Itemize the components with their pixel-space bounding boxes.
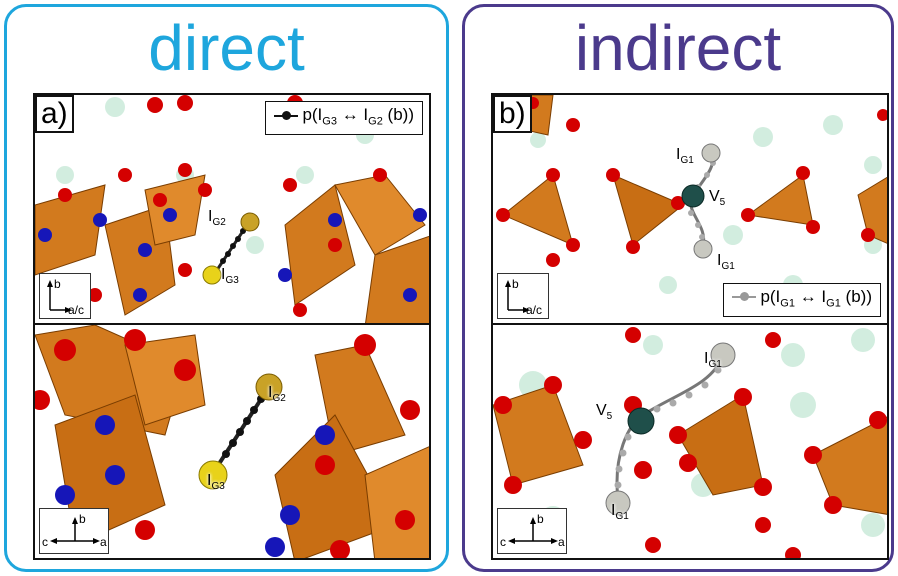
axis-b-label: b [512,277,519,291]
panel-a-top-structure [35,95,429,323]
axis-b-label: b [54,277,61,291]
atom-label-v5-bottom: V5 [596,402,613,423]
axes-arrows-icon [505,280,530,313]
atom-label-ig1-upper: IG1 [676,146,694,167]
axis-a-label: a [100,535,107,549]
atom-label-ig3: IG3 [221,266,239,287]
legend-first-subscript: G3 [322,115,337,128]
axis-b-label: b [537,512,544,526]
axis-c-label: c [500,535,506,549]
legend-arrow: ↔ I [336,105,369,124]
atom-label-ig2-bottom: IG2 [268,384,286,405]
axes-arrows-icon [50,517,100,544]
legend-second-subscript: G2 [368,115,383,128]
axes-arrows-icon [47,280,72,313]
atom-label-ig1-lower: IG1 [717,252,735,273]
legend-line-marker [274,110,299,120]
atom-label-ig2: IG2 [208,208,226,229]
atom-label-ig1-lower-bottom: IG1 [611,502,629,523]
axis-b-label: b [79,512,86,526]
atom-label-ig1-upper-bottom: IG1 [704,350,722,371]
atom-label-v5: V5 [709,188,726,209]
legend-suffix: (b)) [382,105,414,124]
panel-b-bottom-view: IG1 V5 IG1 b c a [491,323,889,560]
indirect-heading: indirect [574,12,782,84]
axes-arrows-icon [508,517,558,544]
axis-a-label: a [558,535,565,549]
panel-b-top-view: b) p(IG1 ↔ IG1 (b)) IG1 V5 IG1 b a/c [491,93,889,325]
panel-a-bottom-axes: b c a [39,508,109,554]
panel-a-top-axes: b a/c [39,273,91,319]
direct-heading: direct [148,12,305,84]
panel-a-top-view: a) p(IG3 ↔ IG2 (b)) IG2 IG3 b a/c [33,93,431,325]
atom-label-ig3-bottom: IG3 [207,472,225,493]
panel-b-legend: p(IG1 ↔ IG1 (b)) [723,282,881,317]
panel-b-top-axes: b a/c [497,273,549,319]
panel-a-label: a) [35,95,74,133]
panel-b-label: b) [493,95,532,133]
legend-line-marker [732,292,757,302]
legend-prefix: p(I [302,105,323,124]
axis-ac-label: a/c [526,303,543,317]
axis-ac-label: a/c [68,303,85,317]
legend-arrow: ↔ I [794,286,827,306]
axis-c-label: c [42,535,48,549]
panel-a-bottom-view: IG2 IG3 b c a [33,323,431,560]
legend-suffix: (b)) [840,286,872,306]
legend-prefix: p(I [760,286,781,306]
panel-a-bottom-structure [35,325,429,558]
legend-first-subscript: G1 [780,297,795,309]
panel-b-bottom-axes: b c a [497,508,567,554]
legend-second-subscript: G1 [826,297,841,309]
panel-a-legend: p(IG3 ↔ IG2 (b)) [265,101,423,136]
panel-b-bottom-structure [493,327,887,558]
